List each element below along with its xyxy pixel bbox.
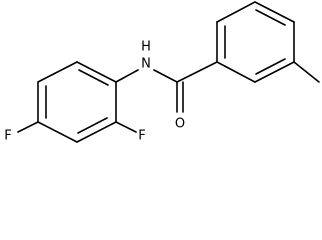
bond-carbonyl-to-ring-right [176,61,218,83]
bond-ring-to-n [115,69,139,83]
bond-methyl [293,61,320,83]
atom-fluorine-left-label: F [3,128,13,144]
atom-nitrogen-label: N [140,56,152,72]
bond-ring-right-6 [216,61,256,83]
bond-ring-right-3 [254,1,295,23]
bond-n-to-carbonyl [153,69,178,83]
bond-ring-to-f-left [17,121,39,133]
bond-ring-to-f-right [115,121,137,133]
bond-ring-left-4 [37,121,78,143]
bond-ring-right-2 [216,1,256,23]
bond-ring-left-3 [76,121,117,143]
bond-ring-right-double-3 [255,58,286,75]
bond-ring-right-5 [254,61,295,83]
bond-ring-left-double-2 [77,117,108,134]
chemical-structure-canvas: H N O F F [3,1,320,144]
bond-ring-left-6 [37,61,78,83]
molecule-drawing [17,1,320,143]
atom-fluorine-right-label: F [137,128,147,144]
bond-ring-right-double-2 [255,9,286,26]
atom-hydrogen-label: H [140,39,152,55]
bond-ring-left-double-1 [78,69,109,86]
bond-ring-left-1 [76,61,117,83]
atom-oxygen-label: O [173,116,187,132]
